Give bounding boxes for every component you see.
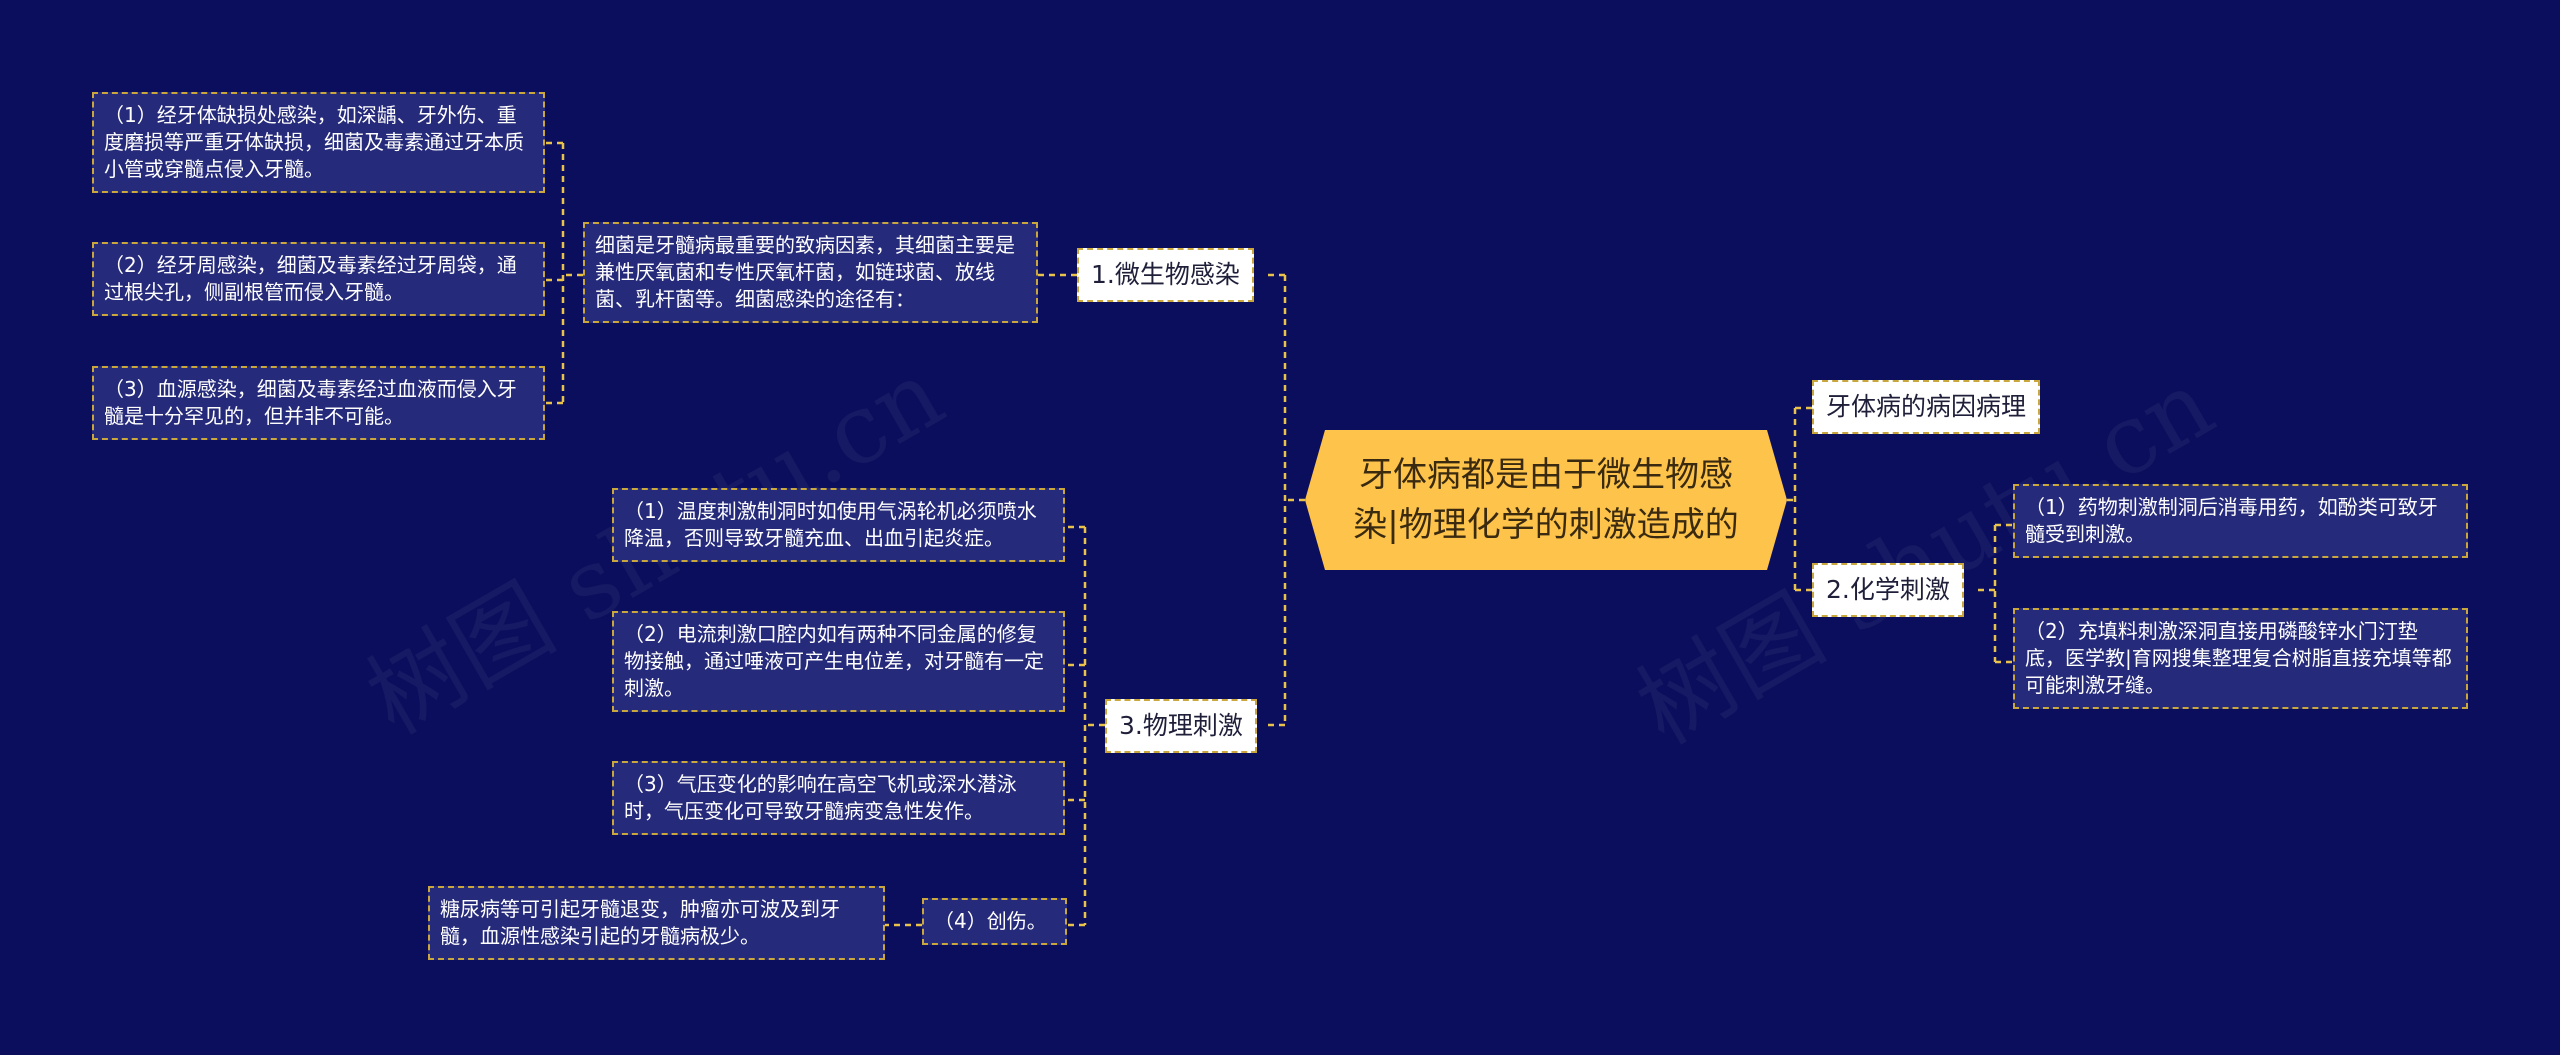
chemical-item-2[interactable]: （2）充填料刺激深洞直接用磷酸锌水门汀垫底，医学教|育网搜集整理复合树脂直接充填… [2013, 608, 2468, 709]
root-title: 牙体病都是由于微生物感染|物理化学的刺激造成的 [1353, 455, 1739, 545]
branch-pathology[interactable]: 牙体病的病因病理 [1812, 380, 2041, 434]
microbial-item-1[interactable]: （1）经牙体缺损处感染，如深龋、牙外伤、重度磨损等严重牙体缺损，细菌及毒素通过牙… [92, 92, 545, 193]
physical-item-1[interactable]: （1）温度刺激制洞时如使用气涡轮机必须喷水降温，否则导致牙髓充血、出血引起炎症。 [612, 488, 1065, 562]
branch-physical-stimulation[interactable]: 3.物理刺激 [1105, 699, 1257, 753]
trauma-detail[interactable]: 糖尿病等可引起牙髓退变，肿瘤亦可波及到牙髓，血源性感染引起的牙髓病极少。 [428, 886, 885, 960]
physical-item-2[interactable]: （2）电流刺激口腔内如有两种不同金属的修复物接触，通过唾液可产生电位差，对牙髓有… [612, 611, 1065, 712]
microbial-item-2[interactable]: （2）经牙周感染，细菌及毒素经过牙周袋，通过根尖孔，侧副根管而侵入牙髓。 [92, 242, 545, 316]
chemical-item-1[interactable]: （1）药物刺激制洞后消毒用药，如酚类可致牙髓受到刺激。 [2013, 484, 2468, 558]
physical-item-3[interactable]: （3）气压变化的影响在高空飞机或深水潜泳时，气压变化可导致牙髓病变急性发作。 [612, 761, 1065, 835]
root-shape [1305, 430, 1787, 570]
branch-chemical-stimulation[interactable]: 2.化学刺激 [1812, 563, 1964, 617]
branch-microbial-infection[interactable]: 1.微生物感染 [1077, 248, 1254, 302]
physical-item-4-trauma[interactable]: （4）创伤。 [922, 898, 1067, 945]
microbial-intro[interactable]: 细菌是牙髓病最重要的致病因素，其细菌主要是兼性厌氧菌和专性厌氧杆菌，如链球菌、放… [583, 222, 1038, 323]
microbial-item-3[interactable]: （3）血源感染，细菌及毒素经过血液而侵入牙髓是十分罕见的，但并非不可能。 [92, 366, 545, 440]
root-node[interactable]: 牙体病都是由于微生物感染|物理化学的刺激造成的 [1305, 430, 1787, 570]
